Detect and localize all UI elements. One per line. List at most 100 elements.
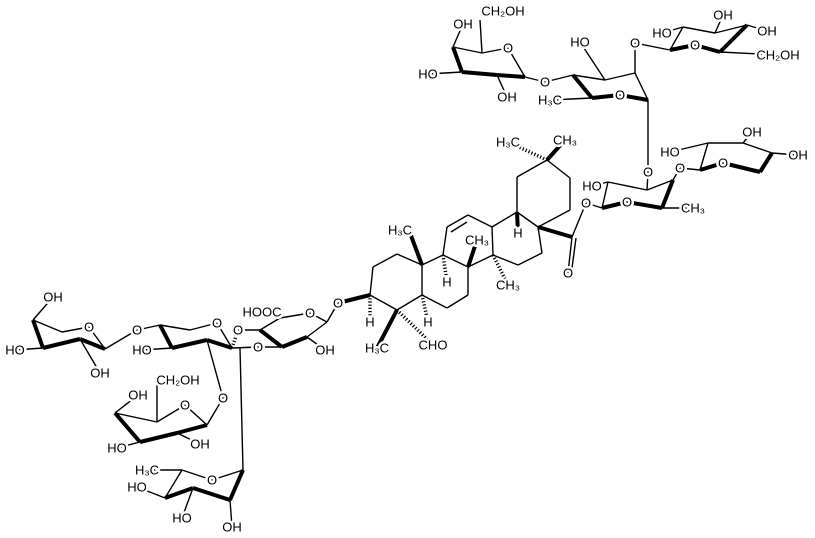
hashed-bond [491,254,510,286]
wedge-bond [375,309,399,349]
wedge-bond [79,337,106,351]
atom-label: CH₃ [553,133,577,148]
atom-label: OH [315,343,335,358]
bond [141,347,173,351]
atom-label: OH [742,125,762,140]
bond [571,237,577,269]
wedge-bond [206,338,233,350]
bond [61,326,90,333]
bond [450,221,468,233]
bond [491,211,518,228]
atom-label: CH₃ [681,201,705,216]
bond [372,253,398,268]
bond [544,74,574,83]
atom-label: O [643,165,653,180]
atom-label: O [563,266,573,281]
bond [396,253,423,266]
wedge-bond [496,73,526,79]
bond [229,499,233,528]
bond [231,346,259,349]
bond [369,266,374,296]
atom-label: CH₃ [465,233,489,248]
bond [181,487,194,519]
bond [567,236,573,274]
atom-label: OH [788,148,808,163]
bond [699,142,709,171]
bond [481,47,509,54]
bonds [14,14,799,528]
bond [646,179,674,191]
bond [446,294,469,309]
bond [446,214,469,228]
wedge-bond [461,70,498,77]
bond [661,26,684,34]
wedge-bond [694,43,721,54]
atom-label: H [513,226,522,241]
atom-label: HO [127,480,147,495]
bond [206,397,224,426]
atom-label: HO [582,179,602,194]
bond [682,26,716,34]
bond [746,24,768,32]
atom-label: OH [43,290,63,305]
bond [585,202,603,209]
atom-label: OH [497,90,517,105]
bond [159,324,191,331]
bond [116,441,141,449]
wedge-bond [113,411,142,444]
atom-label: CH₂OH [156,373,199,388]
atom-label: HO [132,343,152,358]
bond [306,321,328,338]
bond [421,294,448,309]
bond [517,252,543,266]
bond [136,324,161,331]
wedge-bond [258,328,284,349]
bond [479,19,483,54]
wedge-bond [626,200,663,210]
wedge-bond [758,151,774,174]
atom-label: O [630,36,640,51]
wedge-bond [31,319,45,349]
atom-label: O [690,38,700,53]
bond [211,469,244,481]
bond [14,347,44,351]
bond [114,394,139,414]
wedge-bond [228,469,245,501]
bond [492,254,519,266]
atom-label: O [218,391,228,406]
bond [79,338,101,374]
bond [32,319,63,333]
atom-label: O [84,320,94,335]
atom-label: O [615,88,625,103]
wedge-bond [537,225,573,239]
wedge-bond [619,93,649,102]
wedge-bond [601,200,628,210]
atom-label: HO [172,511,192,526]
bond [507,47,526,78]
bond [679,167,701,171]
atom-label: O [540,75,550,90]
atom-label: H₃C [365,341,389,356]
atom-label: HOOC [243,305,282,320]
wedge-bond [192,486,231,502]
bond [714,24,748,34]
hashed-bond [441,254,449,283]
atom-label: OH [222,520,242,535]
atom-label: O [675,161,685,176]
bond [634,42,671,51]
hashed-bond [395,308,435,347]
atom-label: O [132,323,142,338]
bond [442,226,448,256]
atom-label: HO [660,145,680,160]
atom-label: O [581,196,591,211]
bond [279,312,311,319]
bond [742,142,773,154]
bond [537,226,543,254]
hashed-bond [507,140,548,162]
bond [467,214,493,228]
atom-label: HO [418,67,438,82]
bond [239,347,244,471]
atom-label: CH₂OH [481,4,524,19]
